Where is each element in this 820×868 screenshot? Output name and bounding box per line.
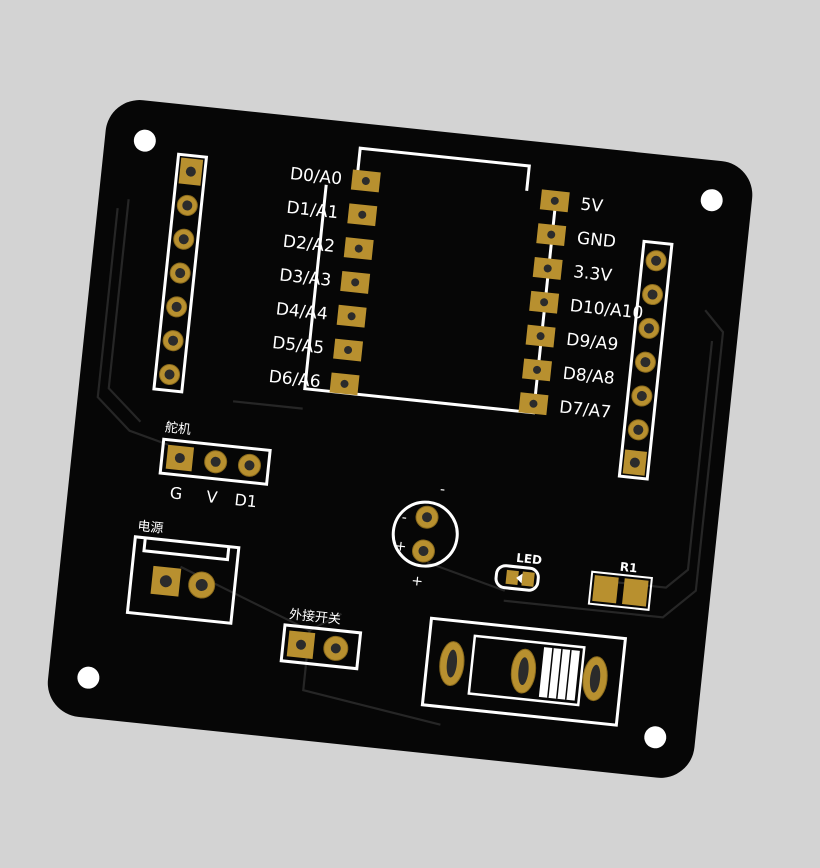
resistor-pad xyxy=(592,575,619,604)
mcu-top-edge xyxy=(356,146,531,191)
right-header-outline xyxy=(617,239,674,481)
power-outline xyxy=(125,535,241,625)
power-latch xyxy=(142,537,231,562)
led: LED xyxy=(494,551,543,592)
led-outline xyxy=(494,564,540,592)
mounting-hole-bottom-left xyxy=(77,666,100,689)
capacitor-outline xyxy=(391,500,459,568)
led-pad xyxy=(505,569,519,586)
resistor: R1 xyxy=(587,560,653,611)
led-label: LED xyxy=(516,551,543,568)
mcu-left-pads xyxy=(329,169,381,396)
pin-label: GND xyxy=(576,228,617,252)
pcb-board: D0/A0 D1/A1 D2/A2 D3/A3 D4/A4 D5/A5 D6/A… xyxy=(47,100,753,778)
mcu-right-pads xyxy=(518,189,570,416)
pin-label: 3.3V xyxy=(572,262,613,286)
servo-pin-label: V xyxy=(206,487,219,507)
resistor-label: R1 xyxy=(619,560,638,576)
left-header-outline xyxy=(152,152,209,394)
capacitor-plus-mark: + xyxy=(394,538,407,555)
external-switch-title: 外接开关 xyxy=(288,606,341,627)
resistor-outline xyxy=(587,570,653,611)
mounting-hole-top-right xyxy=(700,189,723,212)
slide-switch-outline xyxy=(420,616,628,727)
servo-connector: 舵机 G V D1 xyxy=(158,420,272,511)
power-connector: 电源 xyxy=(125,519,241,625)
power-title: 电源 xyxy=(137,519,164,537)
external-switch-outline xyxy=(279,623,363,671)
capacitor-plus-label: + xyxy=(410,573,423,590)
external-switch-connector: 外接开关 xyxy=(279,606,363,671)
resistor-pad xyxy=(622,578,649,607)
mounting-hole-bottom-right xyxy=(644,726,667,749)
slide-switch xyxy=(420,616,628,727)
left-header xyxy=(152,152,209,394)
capacitor-minus-label: - xyxy=(439,481,446,497)
led-pad xyxy=(521,571,535,587)
led-polarity-icon xyxy=(516,573,523,584)
mounting-hole-top-left xyxy=(133,129,156,152)
capacitor: - - + + xyxy=(391,481,459,590)
servo-title: 舵机 xyxy=(164,420,191,438)
servo-outline xyxy=(158,437,272,486)
mcu-left-labels: D0/A0 D1/A1 D2/A2 D3/A3 D4/A4 D5/A5 D6/A… xyxy=(268,164,343,392)
right-header xyxy=(617,239,674,481)
servo-pin-label: D1 xyxy=(234,490,258,511)
servo-pin-label: G xyxy=(169,483,183,503)
capacitor-minus-mark: - xyxy=(401,510,408,526)
pin-label: 5V xyxy=(580,195,605,217)
